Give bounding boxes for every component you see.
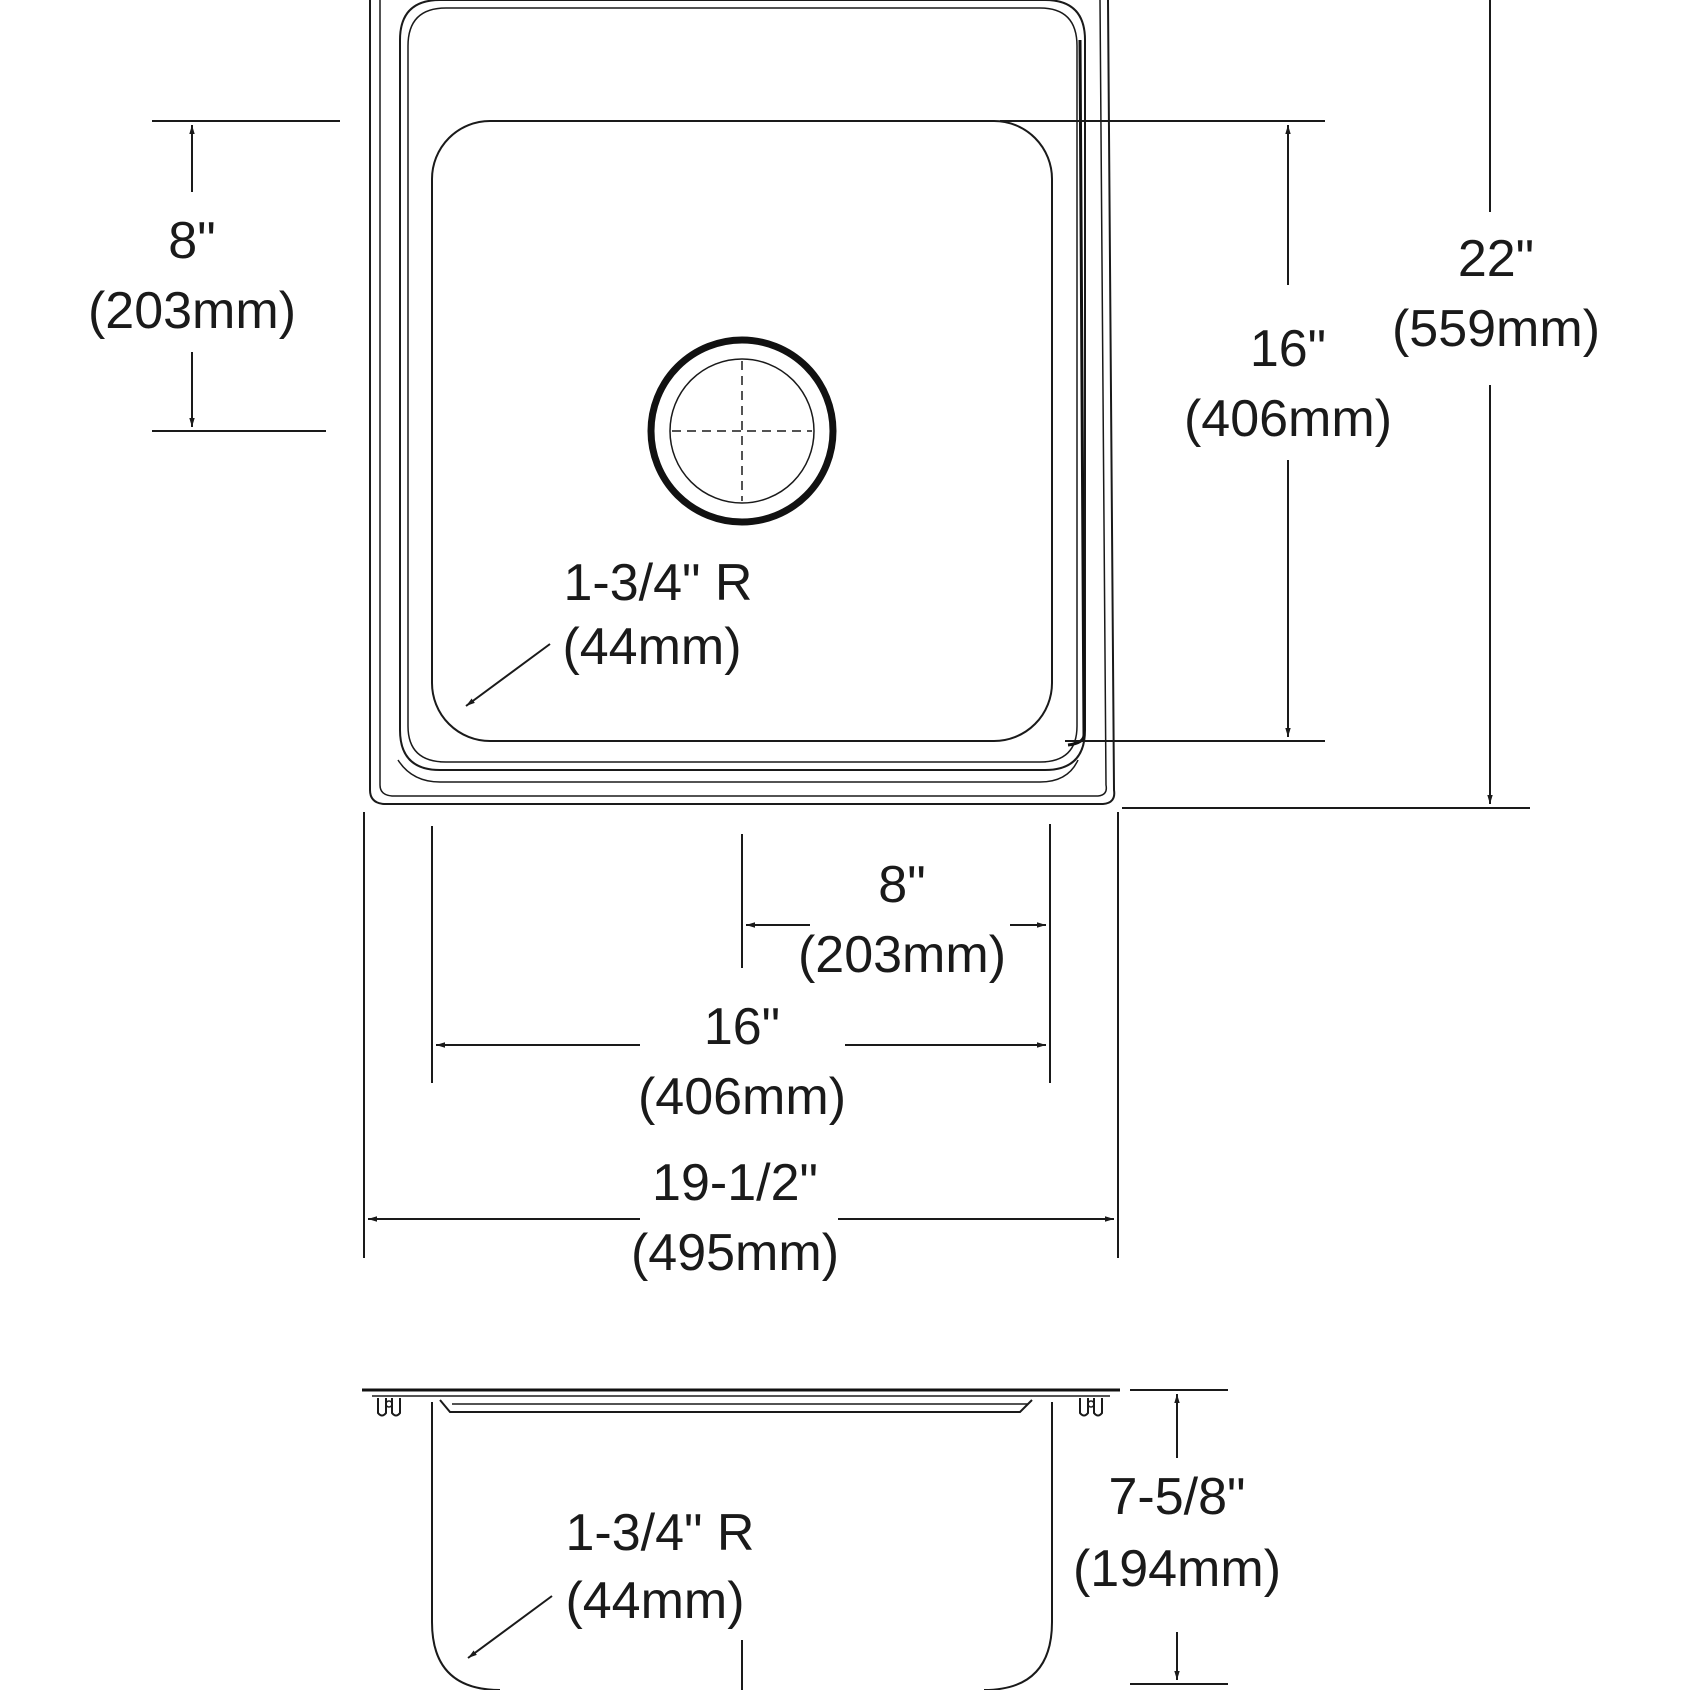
mounting-clip-left <box>377 1398 401 1417</box>
dim-corner-radius-section-mm: (44mm) <box>565 1572 744 1630</box>
sink-rim-right-edge <box>1067 39 1086 747</box>
dim-drain-offset: 8" (203mm) <box>741 824 1051 1083</box>
dim-bowl-depth-top-mm: (203mm) <box>88 282 296 340</box>
dim-bowl-height-inches: 7-5/8" <box>1109 1468 1246 1526</box>
section-bowl-outline-right <box>983 1402 1053 1690</box>
dim-bowl-length-mm: (406mm) <box>1184 390 1392 448</box>
sink-deck-outline-inner <box>407 7 1078 763</box>
dim-corner-radius-top-inches: 1-3/4" R <box>564 554 753 612</box>
sink-outer-rim <box>369 0 1116 805</box>
sink-rim-inner-edge <box>379 0 1108 797</box>
section-inner-ledge <box>439 1399 1033 1413</box>
dim-corner-radius-section-inches: 1-3/4" R <box>566 1504 755 1562</box>
dim-overall-length: 22" (559mm) <box>1122 0 1600 809</box>
sink-section-view <box>362 1388 1120 1690</box>
dim-bowl-height-mm: (194mm) <box>1073 1540 1281 1598</box>
dim-bowl-depth-top: 8" (203mm) <box>88 120 340 432</box>
dim-bowl-height: 7-5/8" (194mm) <box>1073 1389 1281 1685</box>
dim-corner-radius-top: 1-3/4" R (44mm) <box>465 554 753 707</box>
dim-bowl-width-inches: 16" <box>704 998 780 1056</box>
dim-corner-radius-section: 1-3/4" R (44mm) <box>467 1504 755 1659</box>
dim-drain-offset-inches: 8" <box>878 856 925 914</box>
dim-overall-length-mm: (559mm) <box>1392 300 1600 358</box>
drain-outer-ring <box>647 336 837 526</box>
dim-bowl-length-inches: 16" <box>1250 320 1326 378</box>
dim-corner-radius-top-mm: (44mm) <box>562 618 741 676</box>
dim-bowl-width: 16" (406mm) <box>431 826 1046 1126</box>
dim-overall-width-mm: (495mm) <box>631 1224 839 1282</box>
section-bowl-outline <box>431 1402 501 1690</box>
dim-drain-offset-mm: (203mm) <box>798 926 1006 984</box>
dim-overall-width: 19-1/2" (495mm) <box>363 812 1119 1282</box>
dim-overall-width-inches: 19-1/2" <box>652 1154 818 1212</box>
dim-bowl-length: 16" (406mm) <box>1000 120 1392 742</box>
mounting-clip-right <box>1079 1398 1103 1417</box>
sink-bowl-outline <box>431 120 1053 742</box>
dim-overall-length-inches: 22" <box>1458 230 1534 288</box>
sink-rim-flange <box>397 759 1079 783</box>
dim-bowl-width-mm: (406mm) <box>638 1068 846 1126</box>
drain-inner-ring <box>669 358 815 504</box>
dim-bowl-depth-top-inches: 8" <box>168 212 215 270</box>
